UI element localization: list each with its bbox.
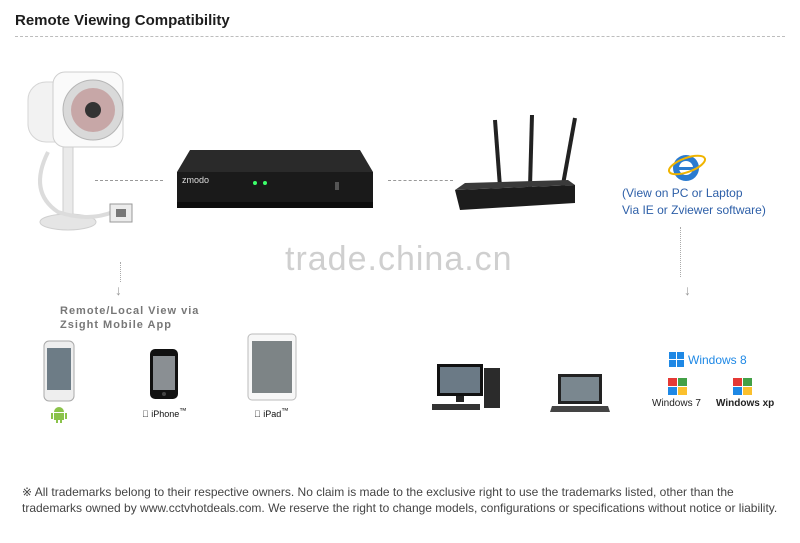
down-arrow-icon: ↓ xyxy=(684,282,691,298)
down-arrow-icon: ↓ xyxy=(115,282,122,298)
android-icon xyxy=(51,407,67,423)
dvr-brand-label: zmodo xyxy=(182,175,210,185)
mobile-app-note: Remote/Local View via Zsight Mobile App xyxy=(60,304,199,332)
watermark: trade.china.cn xyxy=(285,240,513,278)
app-note-line2: Zsight Mobile App xyxy=(60,319,172,331)
windows-8-icon xyxy=(669,352,684,367)
bullet-camera-image xyxy=(27,71,133,231)
iphone-label:  iPhone™ xyxy=(142,406,187,419)
note-symbol: ※ xyxy=(22,485,33,499)
ipad-label:  iPad™ xyxy=(254,406,289,419)
camera-dvr-connector xyxy=(95,180,163,181)
trademark-disclaimer: ※ All trademarks belong to their respect… xyxy=(22,484,782,516)
desktop-pc-image xyxy=(432,364,500,410)
pc-viewing-note: (View on PC or Laptop Via IE or Zviewer … xyxy=(622,185,766,219)
android-phone-image xyxy=(43,340,75,402)
windows-xp-label: Windows xp xyxy=(716,398,775,409)
internet-explorer-icon xyxy=(668,154,706,181)
pc-note-line2: Via IE or Zviewer software) xyxy=(622,203,766,217)
page-title: Remote Viewing Compatibility xyxy=(15,12,230,29)
laptop-image xyxy=(550,374,610,412)
wifi-router-image xyxy=(455,115,577,210)
iphone-image xyxy=(150,349,178,399)
app-note-line1: Remote/Local View via xyxy=(60,305,200,317)
windows-xp-icon xyxy=(733,378,752,395)
windows-7-label: Windows 7 xyxy=(652,398,701,409)
note-text: All trademarks belong to their respectiv… xyxy=(22,485,778,515)
windows-7-icon xyxy=(668,378,687,395)
title-divider xyxy=(15,36,785,37)
mobile-connector xyxy=(120,262,121,282)
pc-note-line1: (View on PC or Laptop xyxy=(622,186,743,200)
windows-8-label: Windows 8 xyxy=(688,353,747,367)
ipad-image xyxy=(247,333,297,401)
dvr-recorder-image xyxy=(177,150,373,208)
dvr-router-connector xyxy=(388,180,453,181)
pc-connector xyxy=(680,227,681,277)
